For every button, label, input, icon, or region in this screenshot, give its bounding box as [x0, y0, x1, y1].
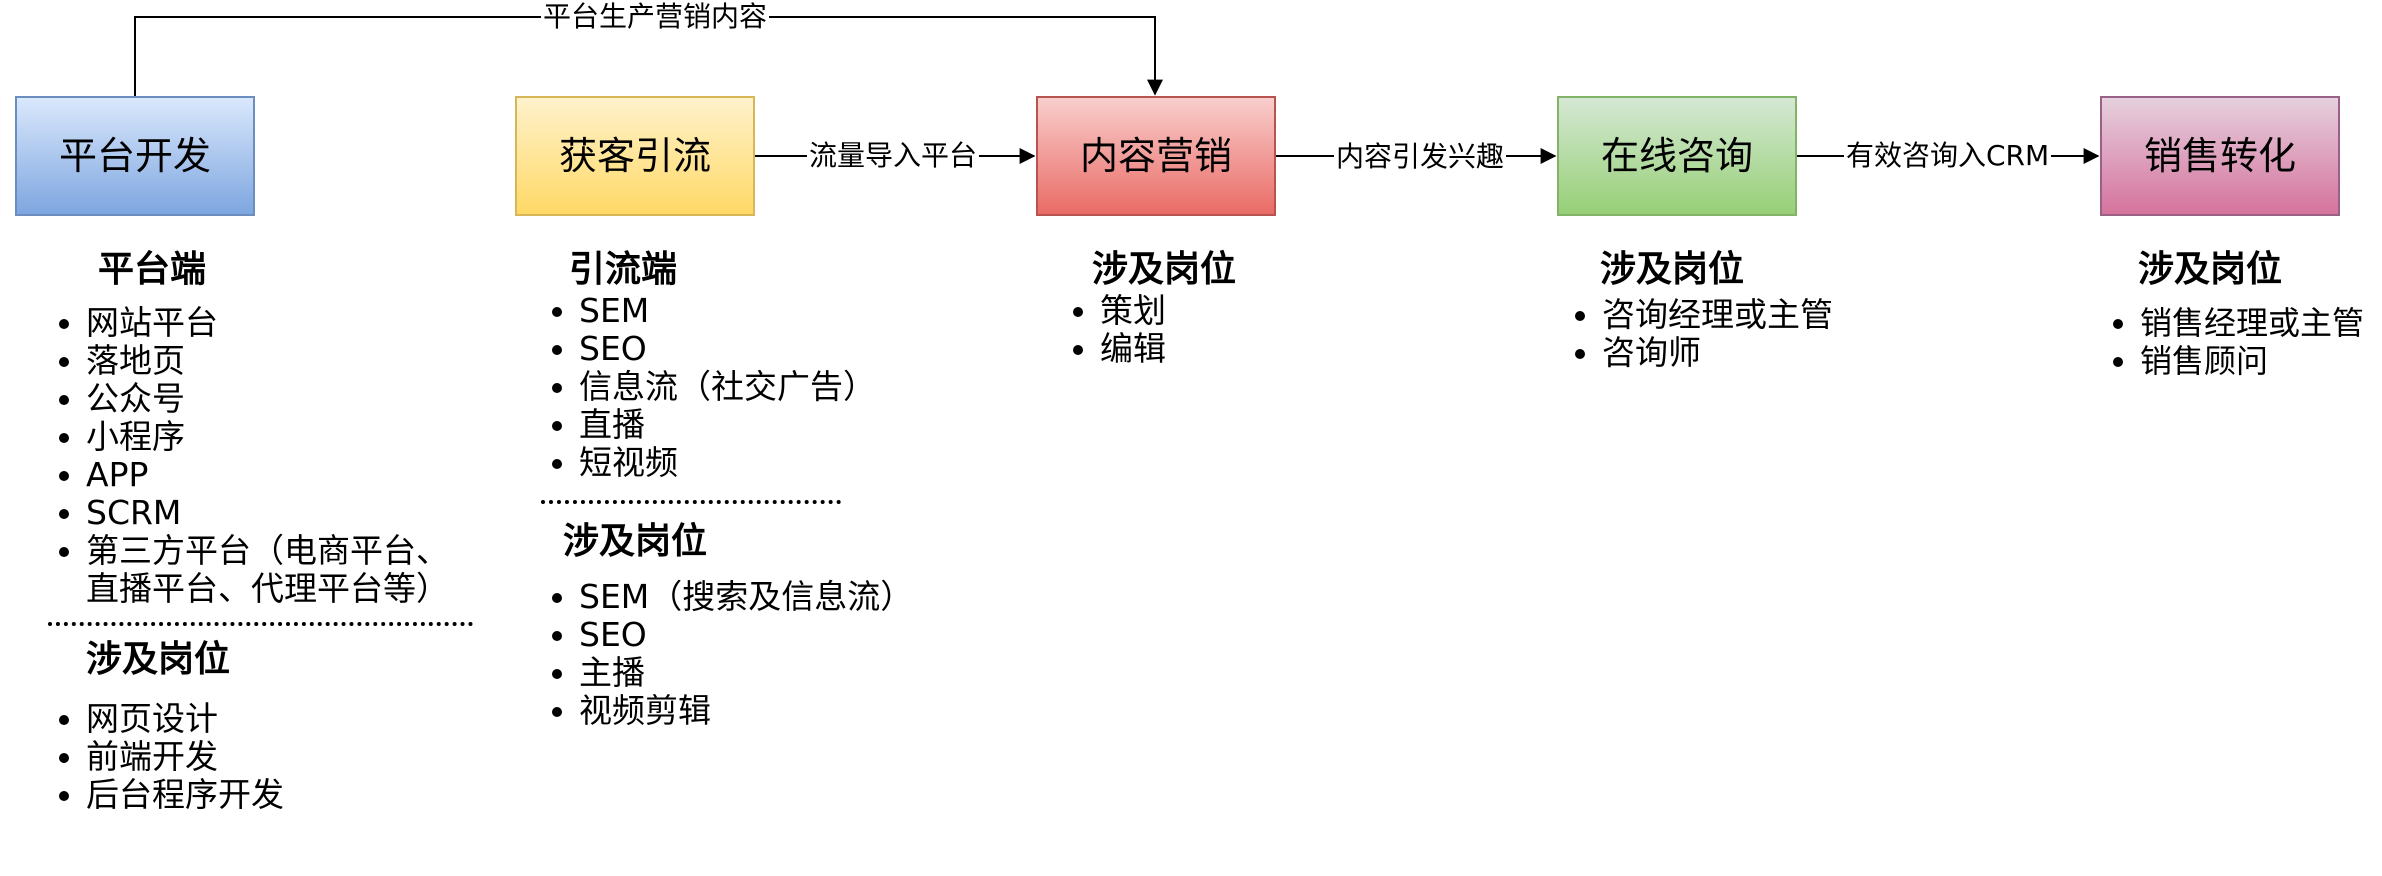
sales-column: 涉及岗位 销售经理或主管 销售顾问: [2102, 249, 2377, 381]
consult-column: 涉及岗位 咨询经理或主管 咨询师: [1564, 250, 1944, 372]
list-item: SEO: [579, 616, 961, 654]
edge-label-traffic-to-content: 流量导入平台: [807, 139, 980, 172]
platform-heading: 平台端: [98, 249, 207, 290]
list-item: 信息流（社交广告）: [579, 368, 961, 406]
list-item: 咨询经理或主管: [1602, 296, 1944, 334]
traffic-roles-heading: 涉及岗位: [563, 521, 708, 562]
consult-heading: 涉及岗位: [1600, 249, 1745, 290]
list-item: 落地页: [86, 342, 478, 380]
list-item: 视频剪辑: [579, 692, 961, 730]
edge-label-consult-to-sales: 有效咨询入CRM: [1844, 139, 2052, 172]
list-item: 公众号: [86, 380, 478, 418]
list-item: 短视频: [579, 444, 961, 482]
node-content-marketing[interactable]: 内容营销: [1036, 96, 1276, 216]
platform-roles-list: 网页设计 前端开发 后台程序开发: [48, 700, 478, 814]
list-item: 后台程序开发: [86, 776, 478, 814]
traffic-column: 引流端 SEM SEO 信息流（社交广告） 直播 短视频 涉及岗位 SEM（搜索…: [541, 250, 961, 730]
content-heading: 涉及岗位: [1092, 249, 1237, 290]
dotted-divider: [541, 500, 841, 504]
node-traffic-acquisition[interactable]: 获客引流: [515, 96, 755, 216]
dotted-divider: [48, 622, 473, 626]
list-item: APP: [86, 456, 478, 494]
list-item: 策划: [1100, 292, 1362, 330]
list-item: 小程序: [86, 418, 478, 456]
list-item: SCRM: [86, 494, 478, 532]
list-item: 咨询师: [1602, 334, 1944, 372]
list-item: 直播: [579, 406, 961, 444]
list-item: 第三方平台（电商平台、直播平台、代理平台等）: [86, 532, 478, 608]
edge-label-content-to-consult: 内容引发兴趣: [1334, 140, 1507, 173]
traffic-heading: 引流端: [569, 249, 678, 290]
edge-label-platform-to-content: 平台生产营销内容: [541, 0, 770, 33]
sales-heading: 涉及岗位: [2138, 249, 2283, 290]
content-roles-list: 策划 编辑: [1062, 292, 1362, 368]
list-item: SEM: [579, 292, 961, 330]
traffic-list: SEM SEO 信息流（社交广告） 直播 短视频: [541, 292, 961, 482]
platform-roles-heading: 涉及岗位: [86, 639, 231, 680]
list-item: 编辑: [1100, 330, 1362, 368]
list-item: 网站平台: [86, 304, 478, 342]
content-column: 涉及岗位 策划 编辑: [1062, 250, 1362, 368]
list-item: 网页设计: [86, 700, 478, 738]
list-item: 销售经理或主管: [2140, 304, 2377, 342]
list-item: 主播: [579, 654, 961, 692]
list-item: SEO: [579, 330, 961, 368]
traffic-roles-list: SEM（搜索及信息流） SEO 主播 视频剪辑: [541, 578, 961, 730]
consult-roles-list: 咨询经理或主管 咨询师: [1564, 296, 1944, 372]
sales-roles-list: 销售经理或主管 销售顾问: [2102, 304, 2377, 380]
node-sales-conversion[interactable]: 销售转化: [2100, 96, 2340, 216]
node-platform-dev[interactable]: 平台开发: [15, 96, 255, 216]
list-item: 销售顾问: [2140, 342, 2377, 380]
platform-list: 网站平台 落地页 公众号 小程序 APP SCRM 第三方平台（电商平台、直播平…: [48, 304, 478, 608]
list-item: 前端开发: [86, 738, 478, 776]
platform-column: 平台端 网站平台 落地页 公众号 小程序 APP SCRM 第三方平台（电商平台…: [48, 250, 478, 814]
list-item: SEM（搜索及信息流）: [579, 578, 961, 616]
node-online-consult[interactable]: 在线咨询: [1557, 96, 1797, 216]
